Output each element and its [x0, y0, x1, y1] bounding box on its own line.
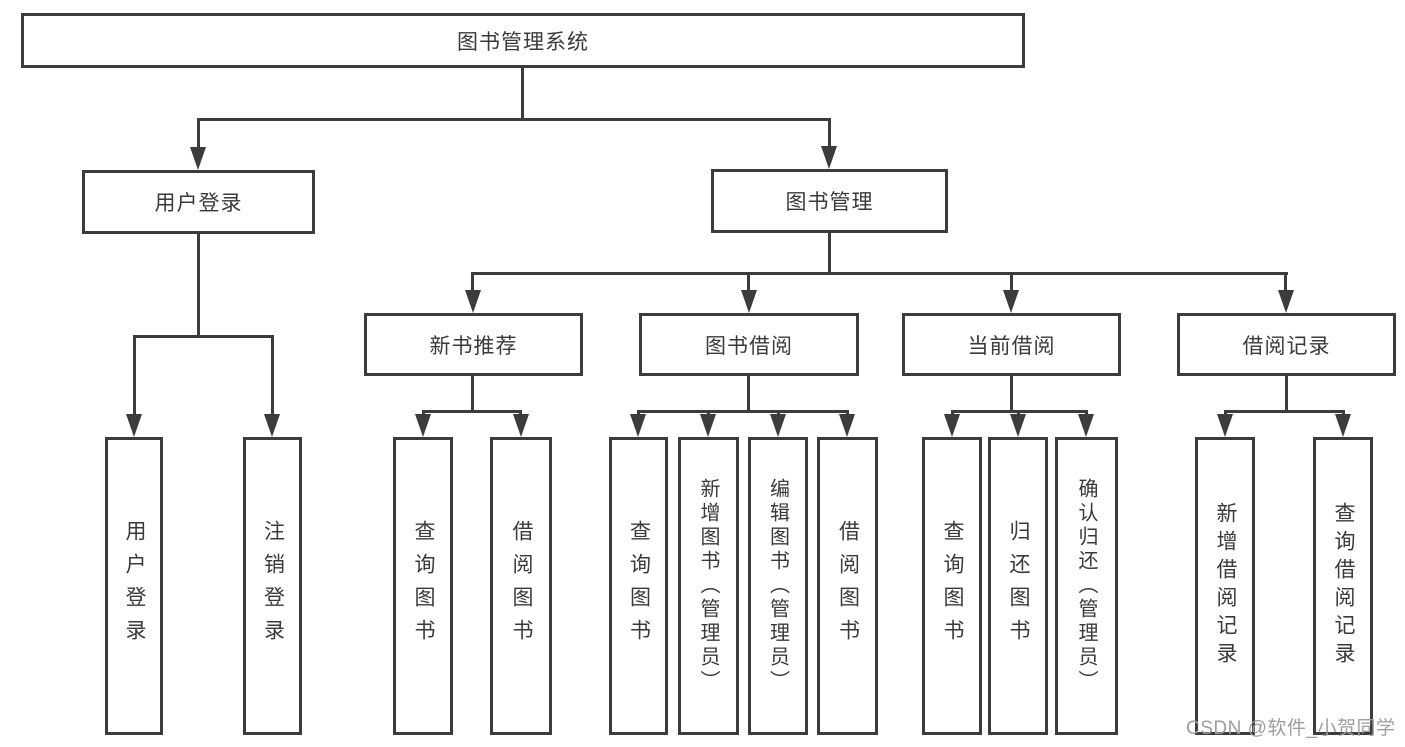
- leaf-confirm-return-admin-label: 确认归还（管理员）: [1075, 478, 1097, 694]
- leaf-query-book-2-label: 查询图书: [627, 520, 651, 652]
- node-current-borrow: 当前借阅: [902, 313, 1121, 376]
- node-root-label: 图书管理系统: [457, 30, 589, 54]
- node-book-management: 图书管理: [711, 169, 948, 233]
- connector-vline: [197, 118, 200, 148]
- arrow-down-icon: [821, 146, 837, 169]
- connector-hline: [133, 335, 274, 338]
- arrow-down-icon: [839, 414, 855, 437]
- arrow-down-icon: [415, 414, 431, 437]
- leaf-add-borrow-record-label: 新增借阅记录: [1214, 502, 1237, 670]
- leaf-query-borrow-record: 查询借阅记录: [1313, 437, 1373, 735]
- leaf-logout: 注销登录: [243, 437, 302, 735]
- connector-vline: [197, 234, 200, 335]
- arrow-down-icon: [944, 414, 960, 437]
- connector-vline: [271, 335, 274, 415]
- arrow-down-icon: [770, 414, 786, 437]
- leaf-edit-book-admin-label: 编辑图书（管理员）: [766, 478, 789, 694]
- leaf-user-login-label: 用户登录: [123, 520, 146, 652]
- arrow-down-icon: [126, 414, 142, 437]
- connector-vline: [828, 118, 831, 147]
- connector-hline: [197, 118, 831, 121]
- connector-vline: [1010, 272, 1013, 294]
- node-borrow-record: 借阅记录: [1177, 313, 1396, 376]
- node-user-login: 用户登录: [82, 170, 315, 234]
- node-current-borrow-label: 当前借阅: [967, 334, 1056, 358]
- connector-vline: [133, 335, 136, 415]
- node-borrow-record-label: 借阅记录: [1242, 334, 1331, 358]
- node-book-borrow: 图书借阅: [639, 313, 859, 376]
- leaf-return-book: 归还图书: [988, 437, 1048, 735]
- node-new-book-recommend: 新书推荐: [364, 313, 583, 376]
- leaf-query-book-3-label: 查询图书: [941, 520, 964, 652]
- arrow-down-icon: [513, 414, 529, 437]
- leaf-add-borrow-record: 新增借阅记录: [1195, 437, 1255, 735]
- arrow-down-icon: [1278, 290, 1294, 313]
- leaf-user-login: 用户登录: [105, 437, 163, 735]
- arrow-down-icon: [630, 414, 646, 437]
- leaf-borrow-book-2: 借阅图书: [817, 437, 878, 735]
- node-book-borrow-label: 图书借阅: [705, 334, 793, 358]
- connector-hline: [422, 410, 522, 413]
- connector-vline: [471, 272, 474, 294]
- leaf-query-book-1: 查询图书: [393, 437, 453, 735]
- connector-hline: [471, 272, 1288, 275]
- connector-vline: [471, 376, 474, 410]
- arrow-down-icon: [1003, 290, 1019, 313]
- leaf-query-book-1-label: 查询图书: [412, 520, 435, 652]
- leaf-borrow-book-1: 借阅图书: [490, 437, 552, 735]
- node-new-book-recommend-label: 新书推荐: [429, 334, 518, 358]
- arrow-down-icon: [1010, 414, 1026, 437]
- arrow-down-icon: [700, 414, 716, 437]
- connector-vline: [1284, 272, 1287, 294]
- leaf-borrow-book-2-label: 借阅图书: [836, 520, 860, 652]
- arrow-down-icon: [1217, 414, 1233, 437]
- connector-hline: [1224, 410, 1345, 413]
- node-user-login-label: 用户登录: [154, 192, 243, 215]
- arrow-down-icon: [1335, 414, 1351, 437]
- connector-vline: [521, 68, 524, 118]
- arrow-down-icon: [1078, 414, 1094, 437]
- connector-vline: [747, 272, 750, 294]
- leaf-add-book-admin: 新增图书（管理员）: [678, 437, 739, 735]
- connector-vline: [747, 376, 750, 410]
- leaf-logout-label: 注销登录: [261, 520, 285, 652]
- leaf-borrow-book-1-label: 借阅图书: [510, 520, 533, 652]
- leaf-return-book-label: 归还图书: [1007, 520, 1030, 652]
- arrow-down-icon: [465, 290, 481, 313]
- connector-vline: [1010, 376, 1013, 410]
- arrow-down-icon: [190, 147, 206, 170]
- leaf-add-book-admin-label: 新增图书（管理员）: [697, 478, 719, 694]
- leaf-edit-book-admin: 编辑图书（管理员）: [748, 437, 808, 735]
- author-watermark: CSDN @软件_小贺同学: [1186, 718, 1396, 739]
- leaf-query-book-3: 查询图书: [922, 437, 982, 735]
- node-book-management-label: 图书管理: [785, 191, 874, 214]
- connector-vline: [828, 233, 831, 272]
- connector-hline: [637, 410, 849, 413]
- leaf-query-borrow-record-label: 查询借阅记录: [1332, 502, 1355, 670]
- node-root-system: 图书管理系统: [21, 13, 1025, 68]
- leaf-confirm-return-admin: 确认归还（管理员）: [1055, 437, 1118, 735]
- arrow-down-icon: [264, 414, 280, 437]
- leaf-query-book-2: 查询图书: [609, 437, 668, 735]
- arrow-down-icon: [741, 290, 757, 313]
- connector-vline: [1285, 376, 1288, 410]
